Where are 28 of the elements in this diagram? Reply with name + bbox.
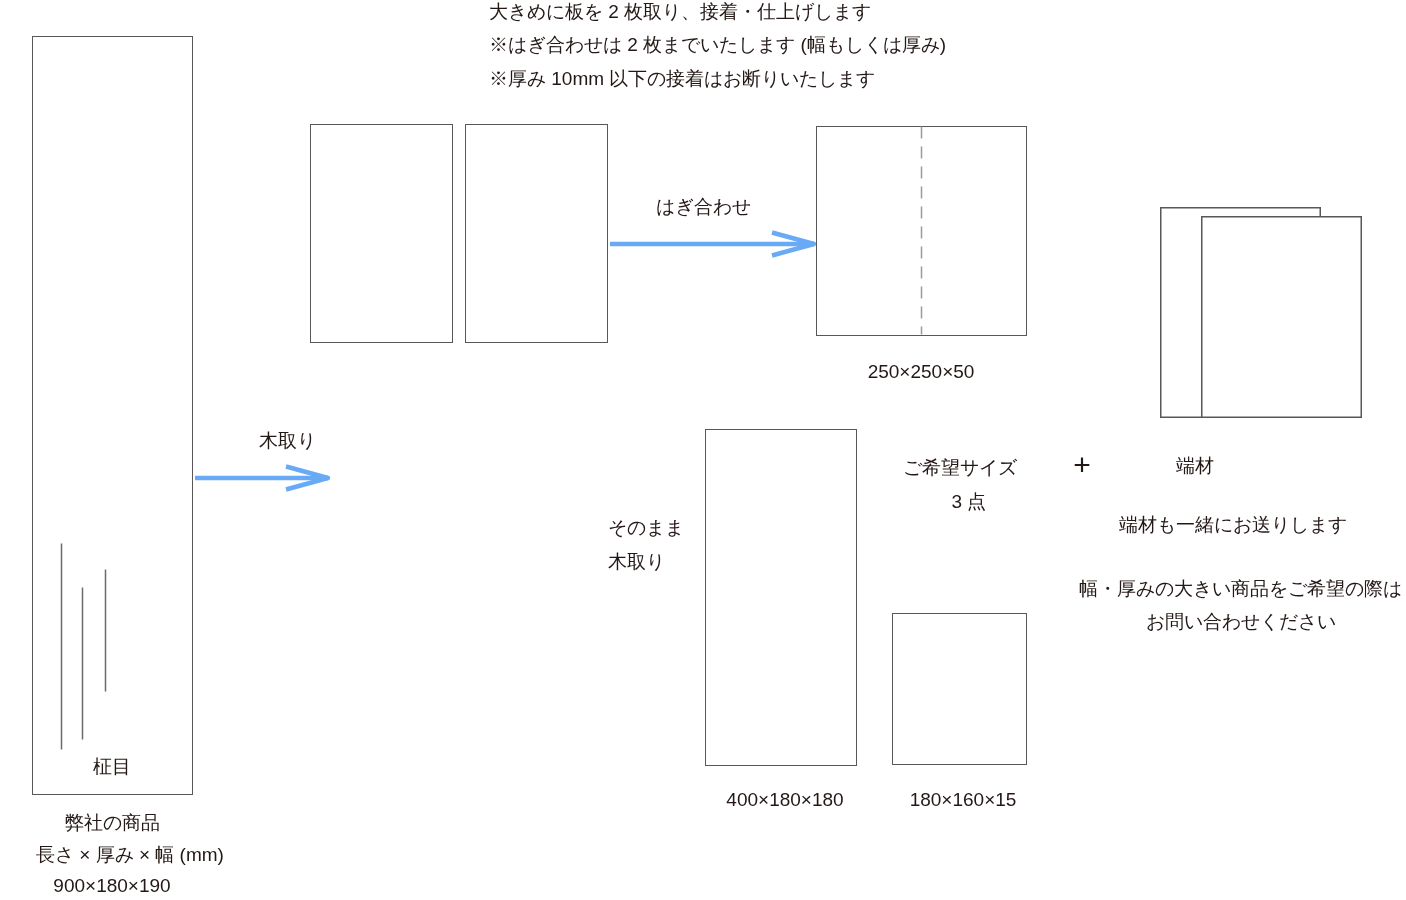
arrow [610, 230, 817, 258]
note-text: ※厚み 10mm 以下の接着はお断りいたします [489, 67, 876, 91]
offcut-label: 端材 [1176, 454, 1214, 478]
size-label: 250×250×50 [867, 360, 975, 384]
note-text: 幅・厚みの大きい商品をご希望の際はお問い合わせください [1078, 576, 1403, 634]
size-label: 180×160×15 [909, 788, 1017, 812]
glued-board [816, 126, 1027, 336]
plus-sign: + [1073, 453, 1091, 477]
cut-piece [892, 613, 1027, 765]
size-label: 400×180×180 [726, 788, 844, 812]
note-text: 大きめに板を 2 枚取り、接着・仕上げします [489, 0, 872, 24]
note-text: ※はぎ合わせは 2 枚までいたします (幅もしくは厚み) [489, 33, 947, 57]
board-piece [310, 124, 453, 343]
offcut-stack [1160, 207, 1362, 418]
dimension-heading: 長さ × 厚み × 幅 (mm) [36, 843, 224, 867]
edge-label: はぎ合わせ [655, 195, 751, 219]
step-label: そのまま木取り [608, 516, 685, 574]
note-text: 端材も一緒にお送りします [1119, 513, 1347, 537]
product-label: 弊社の商品 [64, 811, 160, 835]
size-label: 900×180×190 [53, 874, 171, 898]
edge-label: 木取り [258, 429, 316, 453]
arrow [195, 464, 331, 492]
count-label: 3 点 [951, 490, 987, 514]
grain-label: 柾目 [92, 754, 131, 779]
lumber-board [32, 36, 193, 795]
board-piece [465, 124, 608, 343]
size-heading: ご希望サイズ [903, 456, 1017, 480]
cut-piece [705, 429, 857, 766]
